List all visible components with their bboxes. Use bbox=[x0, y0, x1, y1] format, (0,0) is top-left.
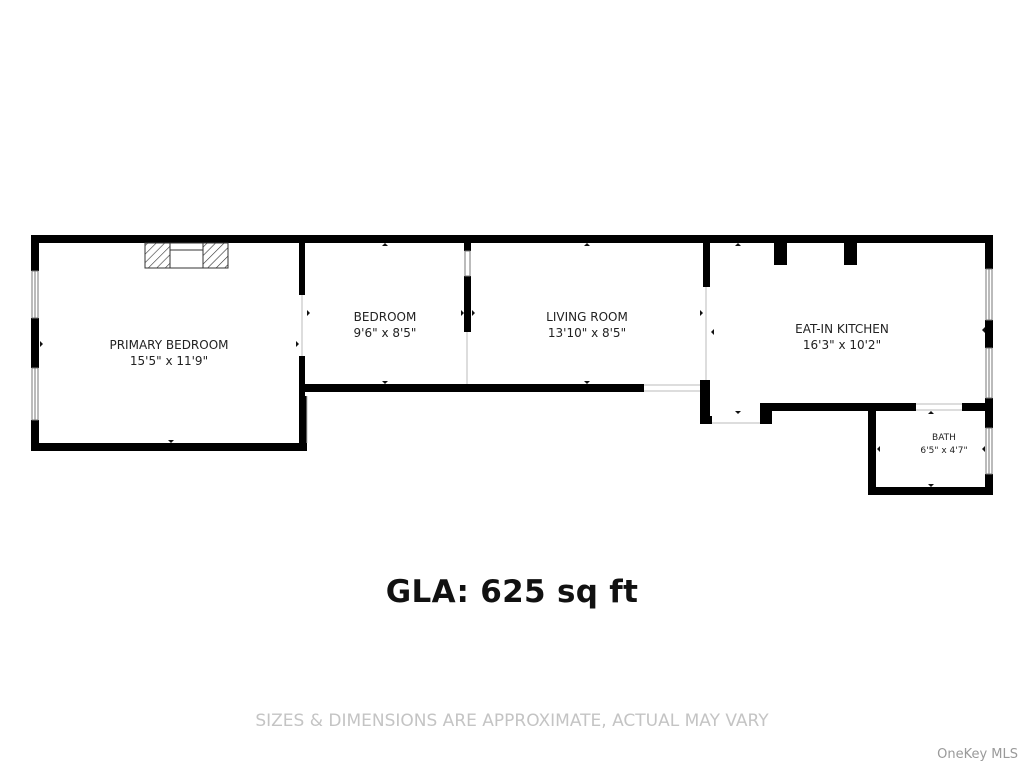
wall-primary-right-lower bbox=[299, 396, 307, 451]
wall-bottom-primary bbox=[31, 443, 307, 451]
window-icon bbox=[464, 250, 471, 277]
wall-partition-bedroom-living-mid bbox=[464, 276, 471, 332]
room-size: 9'6" x 8'5" bbox=[353, 326, 417, 340]
wall-bottom-middle bbox=[299, 384, 644, 392]
wall-partition-living-kitchen-bottom bbox=[700, 380, 710, 424]
room-name: BEDROOM bbox=[353, 310, 417, 324]
wall-primary-right-mid bbox=[299, 356, 305, 396]
room-size: 15'5" x 11'9" bbox=[129, 354, 209, 368]
room-label-bedroom: BEDROOM 9'6" x 8'5" bbox=[354, 309, 417, 341]
windows bbox=[31, 250, 993, 475]
wall-right-kitchen-top bbox=[985, 235, 993, 269]
kitchen-column-2 bbox=[844, 240, 857, 265]
room-name: PRIMARY BEDROOM bbox=[109, 338, 229, 352]
wall-right-kitchen-mid bbox=[985, 320, 993, 348]
wall-primary-right-upper bbox=[299, 235, 305, 295]
room-size: 16'3" x 10'2" bbox=[802, 338, 882, 352]
room-label-primary-bedroom: PRIMARY BEDROOM 15'5" x 11'9" bbox=[109, 337, 228, 369]
room-label-living-room: LIVING ROOM 13'10" x 8'5" bbox=[546, 309, 628, 341]
room-label-bath: BATH 6'5" x 4'7" bbox=[920, 432, 967, 458]
wall-kitchen-bottom-right bbox=[962, 403, 993, 411]
watermark: OneKey MLS bbox=[937, 747, 1018, 762]
room-name: EAT-IN KITCHEN bbox=[795, 322, 889, 336]
kitchen-column-1 bbox=[774, 240, 787, 265]
disclaimer-text: SIZES & DIMENSIONS ARE APPROXIMATE, ACTU… bbox=[255, 711, 769, 731]
wall-partition-living-kitchen-top bbox=[703, 235, 710, 287]
wall-kitchen-bottom bbox=[764, 403, 916, 411]
wall-right-kitchen-low bbox=[985, 398, 993, 428]
wall-left-lower bbox=[31, 420, 39, 451]
gla-area: GLA: 625 sq ft bbox=[385, 574, 639, 610]
dimension-ticks bbox=[40, 243, 985, 487]
wall-partition-bedroom-living bbox=[464, 235, 471, 251]
room-name: BATH bbox=[932, 433, 956, 443]
wall-kitchen-bottom-left bbox=[700, 416, 712, 424]
wall-bath-bottom bbox=[868, 487, 993, 495]
walls bbox=[31, 235, 993, 495]
room-name: LIVING ROOM bbox=[546, 310, 628, 324]
wall-bath-left bbox=[868, 403, 876, 495]
fireplace-icon bbox=[144, 242, 229, 269]
door-openings bbox=[301, 287, 962, 443]
wall-left-mid bbox=[31, 318, 39, 368]
wall-left-upper bbox=[31, 235, 39, 271]
wall-top bbox=[31, 235, 993, 243]
room-size: 6'5" x 4'7" bbox=[920, 446, 968, 456]
room-size: 13'10" x 8'5" bbox=[547, 326, 627, 340]
wall-bath-right-low bbox=[985, 474, 993, 495]
room-label-eat-in-kitchen: EAT-IN KITCHEN 16'3" x 10'2" bbox=[795, 321, 889, 353]
